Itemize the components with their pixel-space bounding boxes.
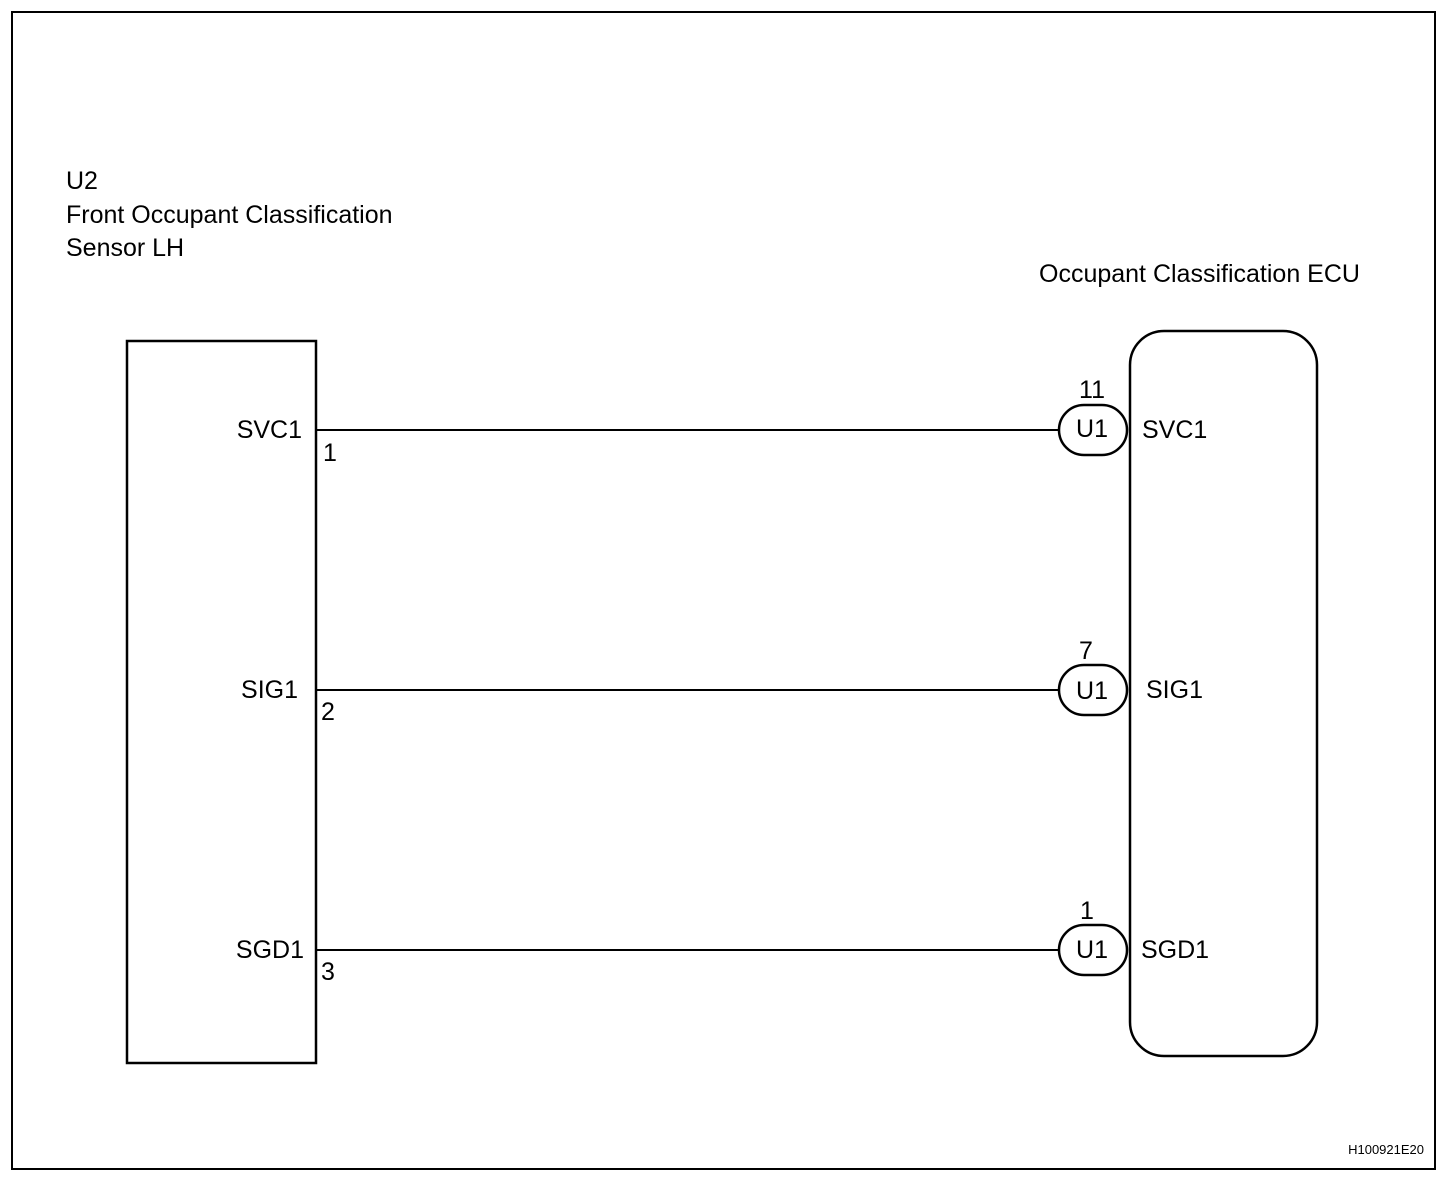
- circuit-svc1: SVC1 1 U1 11 SVC1: [237, 376, 1208, 467]
- ecu-pin-name: SVC1: [1142, 416, 1207, 444]
- connector-oval: [1057, 923, 1129, 977]
- sensor-pin-number: 2: [321, 698, 335, 726]
- ecu-pin-name: SGD1: [1141, 936, 1209, 964]
- connector-oval: [1057, 663, 1129, 717]
- ecu-pin-number: 1: [1080, 897, 1094, 925]
- connector-code: U1: [1076, 677, 1108, 705]
- sensor-pin-name: SVC1: [237, 416, 302, 444]
- sensor-pin-name: SIG1: [241, 676, 298, 704]
- connector-code: U1: [1076, 936, 1108, 964]
- diagram-frame: [11, 11, 1436, 1170]
- connector-oval: [1057, 403, 1129, 457]
- circuit-sig1: SIG1 2 U1 7 SIG1: [241, 637, 1203, 726]
- ecu-pin-name: SIG1: [1146, 676, 1203, 704]
- sensor-name-line1: Front Occupant Classification: [66, 201, 393, 229]
- sensor-pin-number: 3: [321, 958, 335, 986]
- circuit-sgd1: SGD1 3 U1 1 SGD1: [236, 897, 1209, 986]
- sensor-code: U2: [66, 167, 98, 195]
- figure-code: H100921E20: [1348, 1142, 1424, 1157]
- ecu-pin-number: 7: [1079, 637, 1093, 665]
- sensor-name-line2: Sensor LH: [66, 234, 184, 262]
- connector-code: U1: [1076, 415, 1108, 443]
- ecu-box: [1128, 329, 1319, 1058]
- sensor-pin-name: SGD1: [236, 936, 304, 964]
- sensor-pin-number: 1: [323, 439, 337, 467]
- sensor-box: [125, 339, 318, 1065]
- ecu-name: Occupant Classification ECU: [1039, 260, 1360, 288]
- ecu-pin-number: 11: [1079, 376, 1105, 404]
